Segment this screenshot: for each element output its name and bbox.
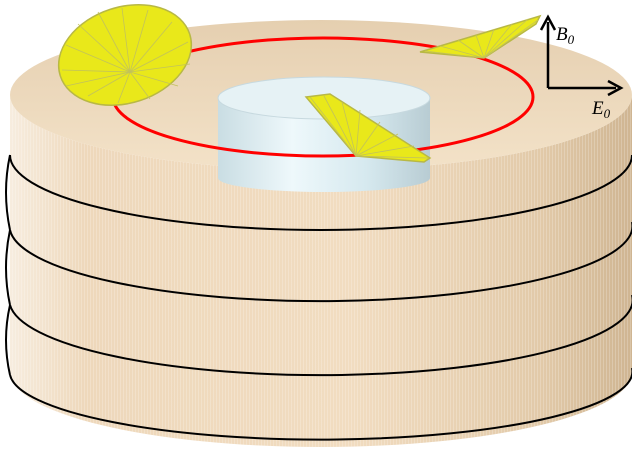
coil-turn-link — [6, 230, 10, 305]
coil-turn-link — [6, 305, 10, 375]
coil-turn-link — [6, 155, 10, 230]
b-field-label: B0 — [556, 24, 575, 47]
